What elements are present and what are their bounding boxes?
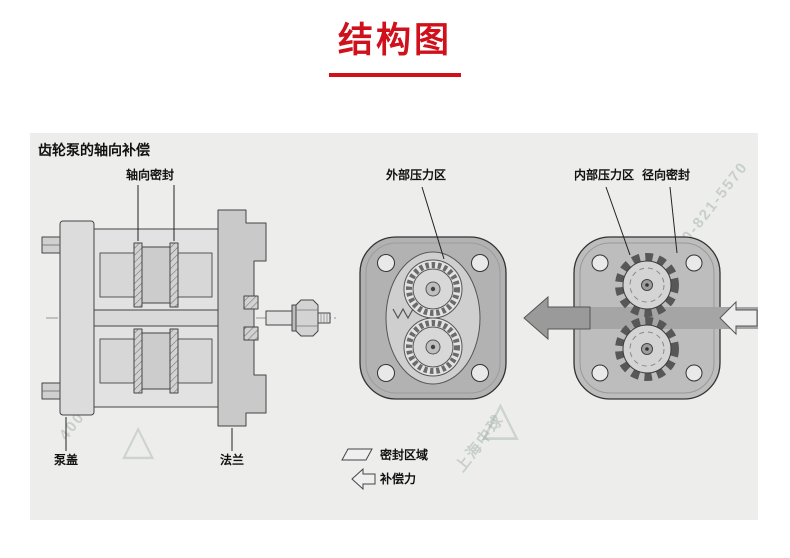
legend-item-compensation-force: 补偿力	[380, 472, 417, 486]
seal-area-swatch-icon	[341, 448, 373, 461]
label-internal-pressure-zone: 内部压力区	[574, 168, 635, 182]
legend-icons	[341, 448, 376, 491]
page-title: 结构图	[337, 21, 452, 60]
gear-icon	[406, 262, 460, 316]
gear-icon	[615, 317, 679, 381]
bolt-hole-icon	[377, 364, 395, 382]
title-underline	[329, 73, 461, 77]
bolt-hole-icon	[377, 254, 395, 272]
page-header: 结构图	[0, 20, 790, 77]
bolt-hole-icon	[685, 254, 703, 272]
bolt-hole-icon	[471, 254, 489, 272]
pressure-inlet-arrow-icon	[719, 300, 758, 336]
label-pump-cover: 泵盖	[54, 453, 79, 467]
bolt-hole-icon	[685, 364, 703, 382]
panel-heading: 齿轮泵的轴向补偿	[38, 142, 150, 158]
label-flange: 法兰	[220, 453, 245, 467]
legend-item-seal-area: 密封区域	[380, 448, 429, 462]
gear-icon	[615, 253, 679, 317]
bolt-hole-icon	[591, 254, 609, 272]
section-view	[41, 185, 336, 451]
compensation-force-arrow-icon	[351, 467, 376, 491]
bolt-hole-icon	[471, 364, 489, 382]
diagram-panel: 400-821-5570 400-821-5570 上海中球 △ △	[30, 133, 758, 520]
label-external-pressure-zone: 外部压力区	[386, 168, 447, 182]
compensation-force-arrow-icon	[523, 295, 591, 341]
gear-icon	[406, 320, 460, 374]
bolt-hole-icon	[591, 364, 609, 382]
label-radial-seal: 径向密封	[642, 168, 691, 182]
label-axial-seal: 轴向密封	[126, 168, 175, 182]
front-view-internal	[523, 186, 758, 400]
hex-nut-icon	[295, 299, 319, 337]
diagram-artwork	[41, 185, 758, 491]
front-view-external	[359, 186, 507, 400]
